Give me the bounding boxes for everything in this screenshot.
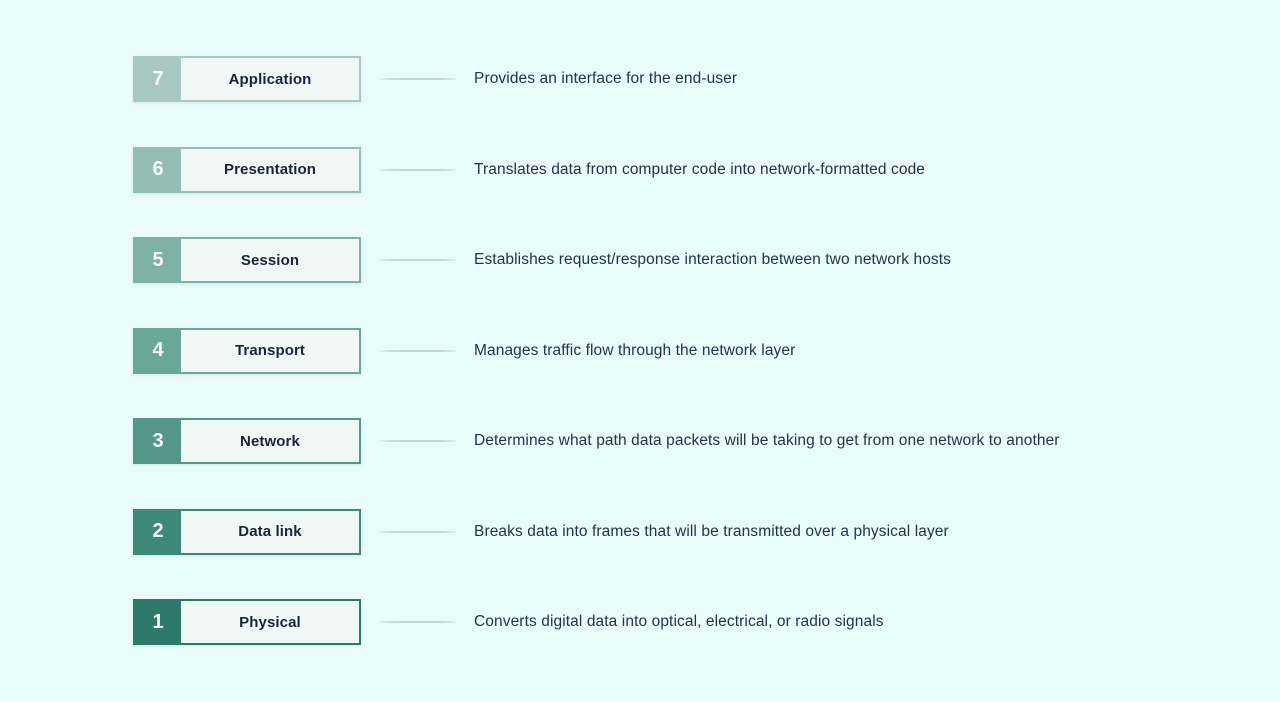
layer-description: Provides an interface for the end-user xyxy=(474,70,738,87)
osi-layer-row-3: 3 Network Determines what path data pack… xyxy=(133,418,1280,464)
osi-layer-row-2: 2 Data link Breaks data into frames that… xyxy=(133,508,1280,555)
osi-layer-row-7: 7 Application Provides an interface for … xyxy=(133,56,1280,102)
layer-box: 7 Application xyxy=(133,56,361,102)
layer-description: Breaks data into frames that will be tra… xyxy=(474,522,949,540)
layer-description: Determines what path data packets will b… xyxy=(474,432,1060,449)
osi-model-diagram: 7 Application Provides an interface for … xyxy=(133,56,1280,645)
connector-line xyxy=(380,621,456,623)
layer-name: Application xyxy=(181,58,359,100)
osi-layer-row-5: 5 Session Establishes request/response i… xyxy=(133,237,1280,283)
layer-box: 6 Presentation xyxy=(133,146,361,193)
connector-line xyxy=(380,440,456,442)
osi-layer-row-4: 4 Transport Manages traffic flow through… xyxy=(133,327,1280,374)
layer-box: 1 Physical xyxy=(133,599,361,645)
layer-description: Translates data from computer code into … xyxy=(474,160,926,178)
layer-number: 5 xyxy=(135,239,181,281)
layer-number: 7 xyxy=(135,58,181,100)
layer-box: 2 Data link xyxy=(133,508,361,555)
layer-description: Converts digital data into optical, elec… xyxy=(474,613,884,630)
layer-number: 1 xyxy=(135,601,181,643)
osi-layer-row-1: 1 Physical Converts digital data into op… xyxy=(133,599,1280,645)
layer-name: Physical xyxy=(181,601,359,643)
layer-number: 3 xyxy=(135,420,181,462)
connector-line xyxy=(380,530,456,533)
layer-name: Data link xyxy=(181,510,359,553)
layer-name: Session xyxy=(181,239,359,281)
layer-number: 6 xyxy=(135,148,181,191)
layer-box: 4 Transport xyxy=(133,327,361,374)
connector-line xyxy=(380,349,456,352)
layer-number: 2 xyxy=(135,510,181,553)
connector-line xyxy=(380,168,456,171)
layer-name: Presentation xyxy=(181,148,359,191)
layer-description: Establishes request/response interaction… xyxy=(474,251,952,268)
layer-number: 4 xyxy=(135,329,181,372)
connector-line xyxy=(380,78,456,80)
layer-box: 3 Network xyxy=(133,418,361,464)
osi-layer-row-6: 6 Presentation Translates data from comp… xyxy=(133,146,1280,193)
layer-name: Network xyxy=(181,420,359,462)
layer-description: Manages traffic flow through the network… xyxy=(474,341,796,359)
layer-box: 5 Session xyxy=(133,237,361,283)
connector-line xyxy=(380,259,456,261)
layer-name: Transport xyxy=(181,329,359,372)
